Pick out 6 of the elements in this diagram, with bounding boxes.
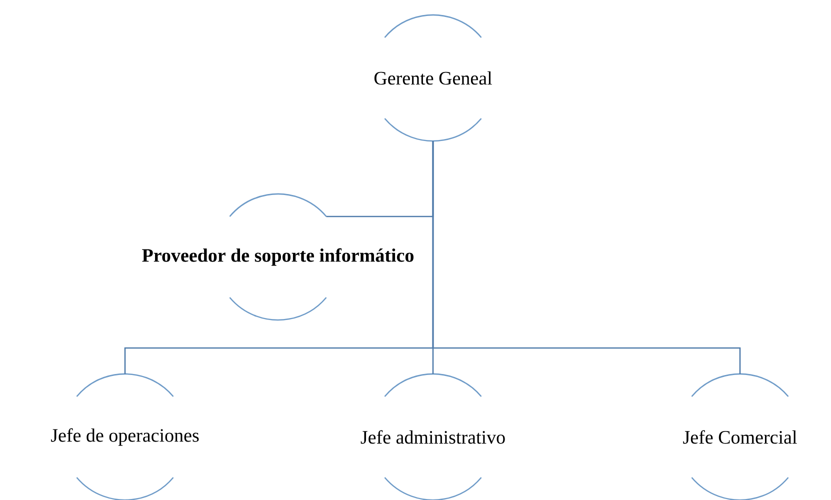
circle-node: Proveedor de soporte informático: [142, 193, 414, 321]
circle-node: Gerente Geneal: [374, 14, 492, 142]
circle-node: Jefe administrativo: [360, 373, 505, 500]
circle-node: Jefe Comercial: [683, 373, 797, 500]
circle-node: Jefe de operaciones: [51, 373, 199, 500]
connector-line: [432, 141, 741, 374]
